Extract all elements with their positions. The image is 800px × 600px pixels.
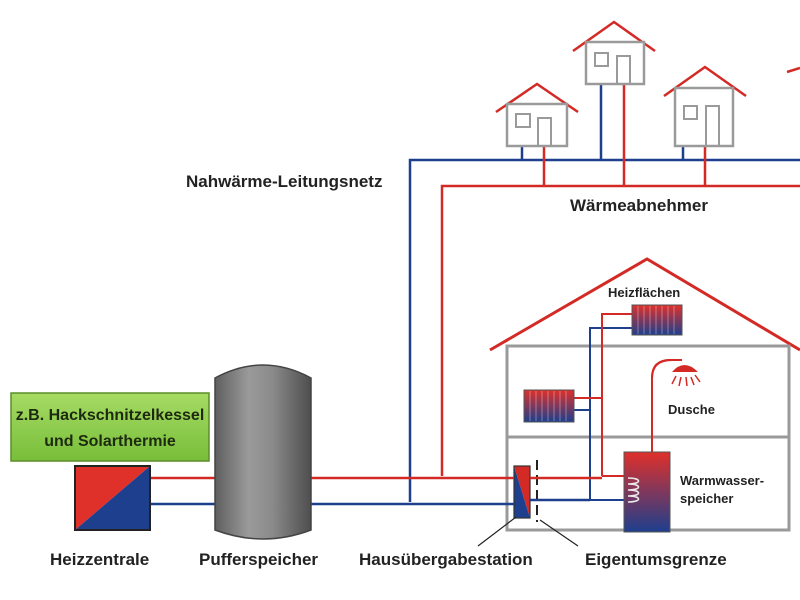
- boiler-label-line1: z.B. Hackschnitzelkessel: [16, 407, 205, 424]
- buffer-tank: [214, 364, 312, 540]
- consumers-label: Wärmeabnehmer: [570, 196, 708, 215]
- shower-head-icon: [651, 359, 701, 452]
- return-pipe-network: [408, 84, 800, 502]
- boiler-label-line2: und Solarthermie: [44, 433, 176, 450]
- boiler-label-box: z.B. Hackschnitzelkessel und Solarthermi…: [10, 392, 210, 462]
- leader-lines: [477, 516, 579, 547]
- tank-label-line2: speicher: [680, 491, 733, 506]
- heating-central-label: Heizzentrale: [50, 550, 149, 569]
- consumer-house-middle: [572, 20, 656, 86]
- shower-label: Dusche: [668, 402, 715, 417]
- tank-label-line1: Warmwasser-: [680, 473, 764, 488]
- radiator-lower: [523, 389, 575, 423]
- radiators-label: Heizflächen: [608, 285, 680, 300]
- radiator-upper: [631, 304, 683, 336]
- house-return-piping: [574, 327, 632, 501]
- supply-pipe-network: [440, 66, 800, 476]
- heating-central-icon: [74, 465, 151, 531]
- consumer-house-right: [663, 65, 747, 148]
- station-to-house-pipes: [530, 476, 602, 502]
- buffer-label: Pufferspeicher: [199, 550, 318, 569]
- consumer-house-left: [495, 82, 579, 148]
- transfer-station-label: Hausübergabestation: [359, 550, 533, 569]
- hot-water-tank: [623, 451, 671, 533]
- transfer-station: [513, 465, 531, 519]
- property-boundary-label: Eigentumsgrenze: [585, 550, 727, 569]
- network-label: Nahwärme-Leitungsnetz: [186, 172, 382, 191]
